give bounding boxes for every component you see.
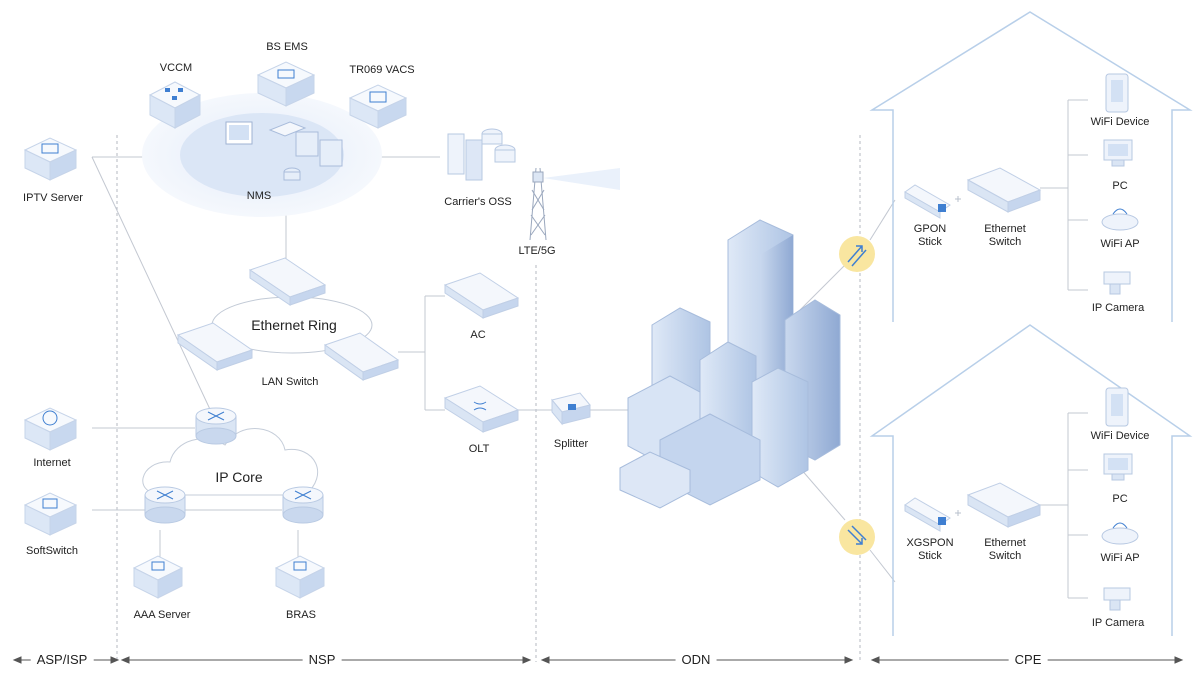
cpe-bottom-device-0: WiFi Device [1090, 430, 1150, 442]
internet-icon [23, 407, 78, 451]
zone-dividers [116, 135, 861, 662]
nms-halo [142, 93, 382, 217]
zone-cpe: CPE [1008, 652, 1048, 667]
lan-switch-label: LAN Switch [261, 376, 319, 388]
switch-top-label-line1: Ethernet [984, 223, 1026, 235]
gpon-label-line2: Stick [918, 236, 942, 248]
ip-core-label: IP Core [215, 469, 263, 485]
zone-odn: ODN [675, 652, 717, 667]
switch-right-icon [323, 332, 400, 381]
bras-icon [274, 555, 326, 599]
ethernet-switch-bottom-icon [966, 482, 1042, 528]
aaa-server-icon [132, 555, 184, 599]
bs-ems-label: BS EMS [266, 41, 308, 53]
router-right-icon [282, 486, 324, 524]
router-top-icon [195, 407, 237, 445]
bras-label: BRAS [286, 609, 316, 621]
splitter-label: Splitter [553, 438, 589, 450]
iptv-server-icon [23, 137, 78, 181]
zone-asp-isp: ASP/ISP [30, 652, 94, 667]
lte-tower-icon [529, 167, 620, 241]
cpe-bottom-device-2: WiFi AP [1100, 552, 1140, 564]
switch-bottom-label-line2: Switch [988, 550, 1022, 562]
ac-icon [443, 272, 520, 319]
vccm-icon [148, 81, 202, 129]
xgspon-stick-icon [904, 497, 951, 532]
nms-icon [225, 121, 343, 181]
zone-nsp: NSP [302, 652, 342, 667]
bs-ems-icon [256, 61, 316, 107]
badge-bottom [839, 519, 875, 555]
lte-label: LTE/5G [518, 245, 556, 257]
nms-label: NMS [246, 190, 272, 202]
carriers-oss-label: Carrier's OSS [444, 196, 512, 208]
switch-top-label-line2: Switch [988, 236, 1022, 248]
softswitch-icon [23, 492, 78, 536]
internet-label: Internet [33, 457, 71, 469]
cpe-bottom-device-1: PC [1112, 493, 1128, 505]
cpe-top-device-1: PC [1112, 180, 1128, 192]
cpe-bottom-device-3: IP Camera [1091, 617, 1145, 629]
tr069-icon [348, 84, 408, 129]
cpe-top-devices [1101, 73, 1139, 295]
gpon-label-line1: GPON [913, 223, 947, 235]
plus-icons [955, 196, 961, 516]
switch-top-icon [248, 257, 327, 306]
house-bottom [869, 324, 1193, 636]
carriers-oss-icon [447, 128, 516, 181]
olt-icon [443, 385, 520, 433]
ip-core-cloud [142, 428, 318, 496]
ethernet-switch-top-icon [966, 167, 1042, 213]
badge-top [839, 236, 875, 272]
gpon-stick-icon [904, 184, 951, 219]
ac-label: AC [470, 329, 486, 341]
router-left-icon [144, 486, 186, 524]
zone-arrows [12, 656, 1184, 664]
tr069-label: TR069 VACS [349, 64, 415, 76]
switch-left-icon [176, 322, 254, 371]
cpe-top-device-3: IP Camera [1091, 302, 1145, 314]
ethernet-ring-label: Ethernet Ring [251, 317, 337, 333]
xgspon-label-line1: XGSPON [906, 537, 954, 549]
softswitch-label: SoftSwitch [26, 545, 78, 557]
switch-bottom-label-line1: Ethernet [984, 537, 1026, 549]
cpe-bottom-devices [1101, 387, 1139, 611]
xgspon-label-line2: Stick [918, 550, 942, 562]
aaa-server-label: AAA Server [133, 609, 191, 621]
olt-label: OLT [468, 443, 490, 455]
splitter-icon [551, 392, 591, 426]
cpe-top-device-0: WiFi Device [1090, 116, 1150, 128]
vccm-label: VCCM [159, 62, 193, 74]
cpe-top-device-2: WiFi AP [1100, 238, 1140, 250]
house-top [869, 11, 1193, 322]
iptv-server-label: IPTV Server [23, 192, 83, 204]
city-buildings-illustration [619, 219, 841, 509]
connection-lines [91, 99, 1088, 599]
